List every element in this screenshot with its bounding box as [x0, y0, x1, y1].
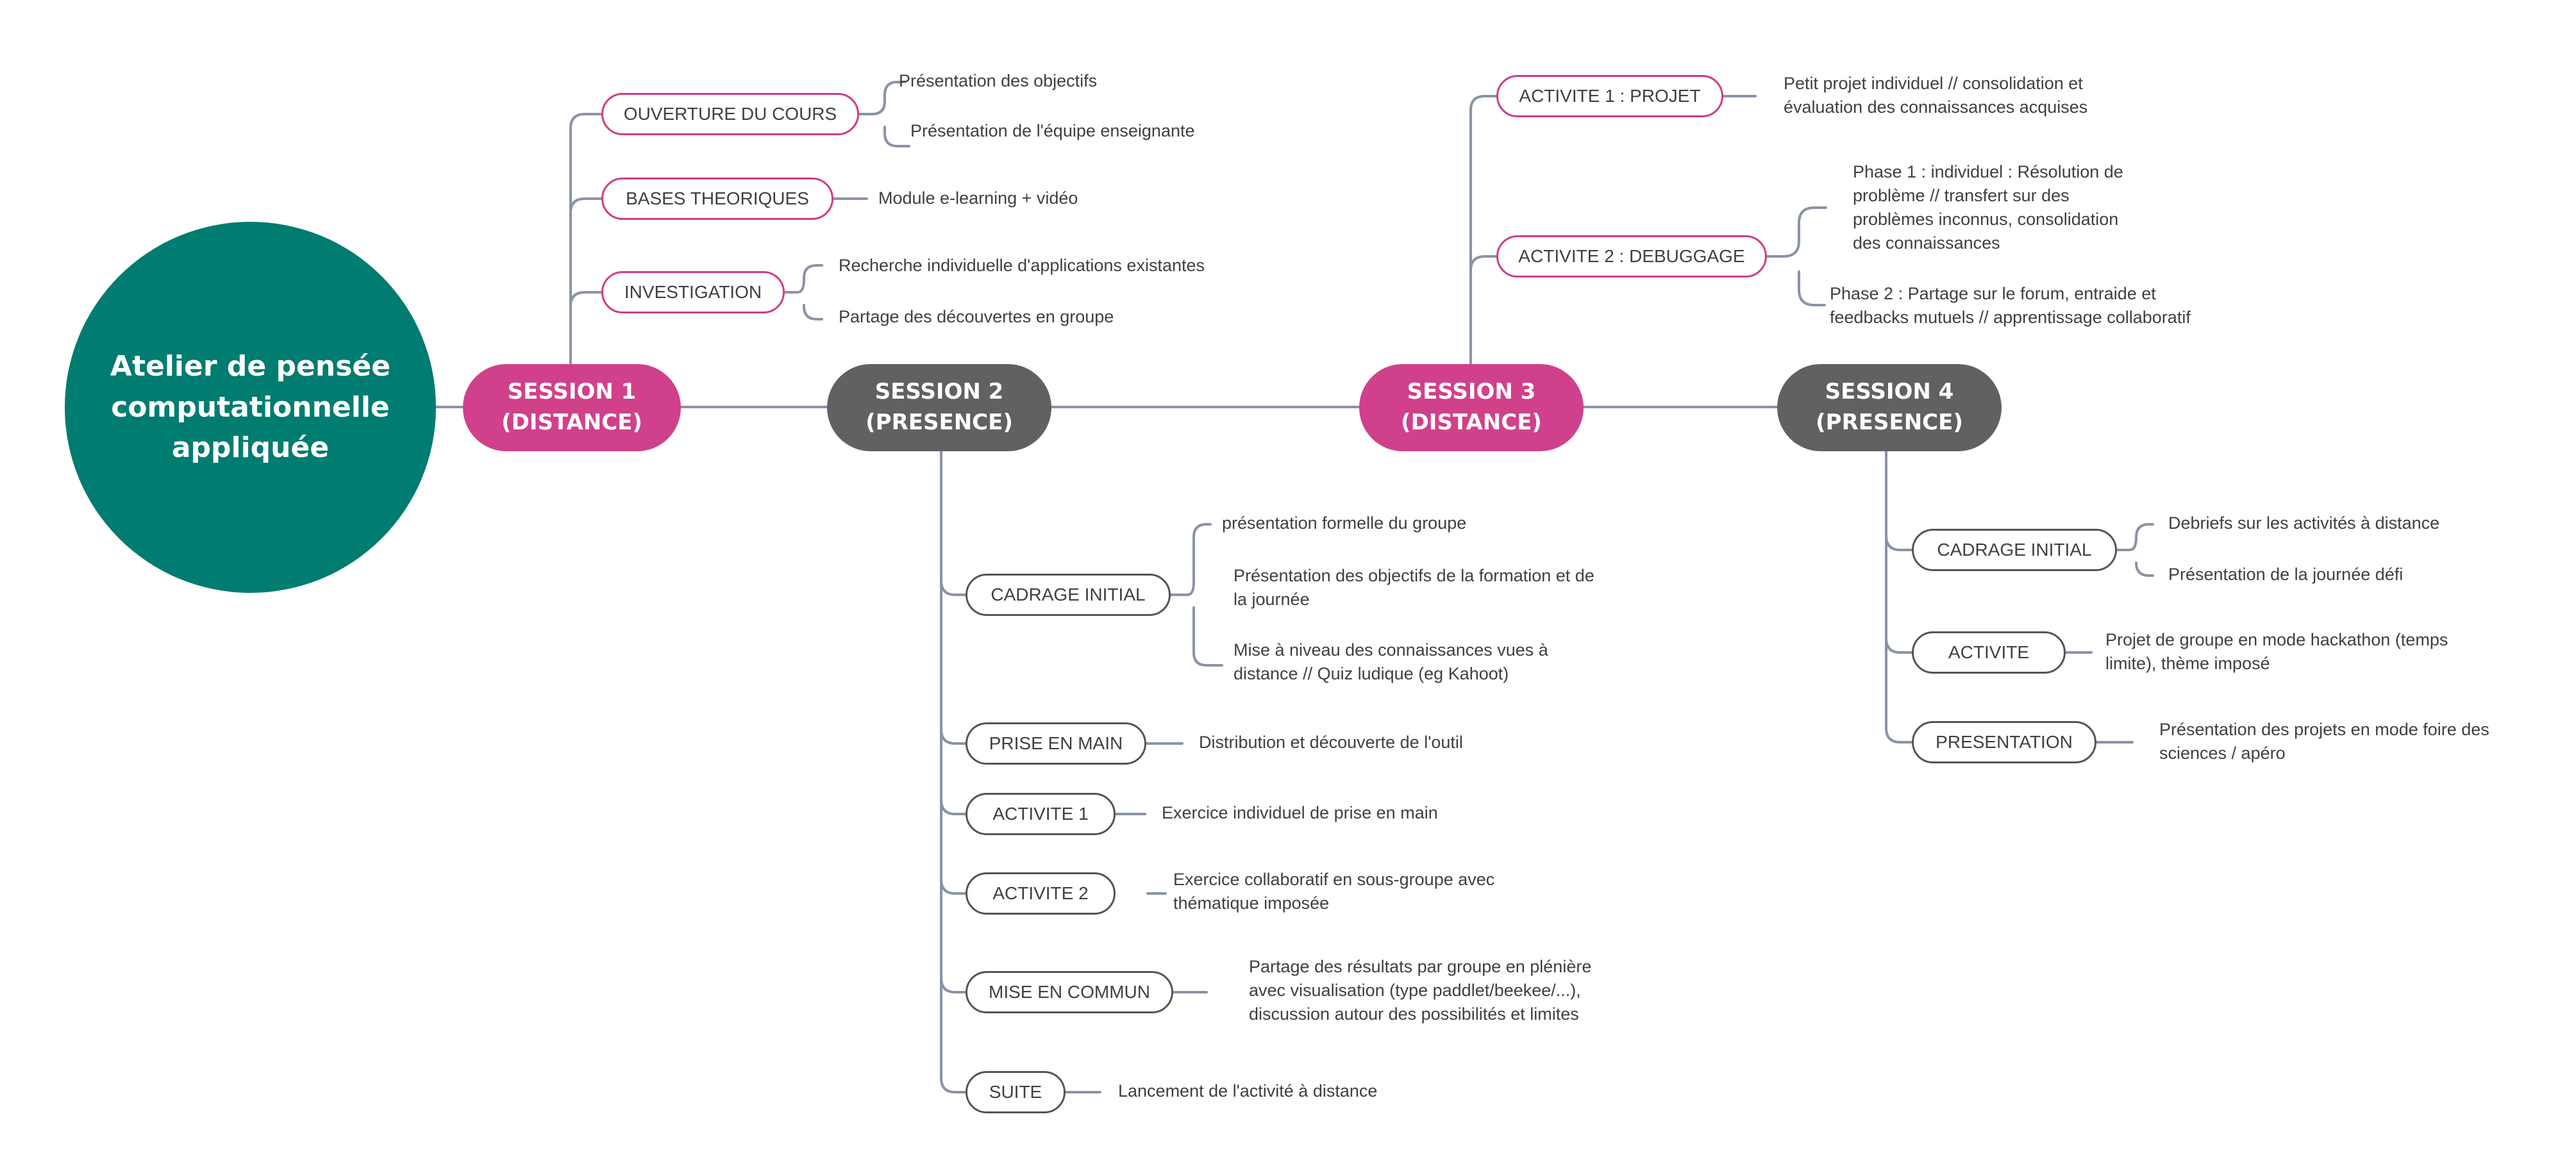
s2-leaf: Partage des résultats par groupe en plén…: [1249, 957, 1592, 1024]
s1-topic-ouverture[interactable]: OUVERTURE DU COURS: [601, 93, 859, 135]
s2-leaf: Exercice collaboratif en sous-groupe ave…: [1173, 870, 1495, 913]
s4-topic-presentation[interactable]: PRESENTATION: [1912, 721, 2096, 763]
s1-leaf: Présentation de l'équipe enseignante: [910, 121, 1195, 140]
s2-leaf: Exercice individuel de prise en main: [1162, 803, 1438, 822]
s1-leaf: Module e-learning + vidéo: [878, 188, 1078, 208]
s4-topic-cadrage[interactable]: CADRAGE INITIAL: [1912, 529, 2117, 571]
session-2-node[interactable]: SESSION 2 (PRESENCE): [827, 364, 1051, 451]
s2-leaf: présentation formelle du groupe: [1222, 513, 1467, 533]
s4-leaf: Projet de groupe en mode hackathon (temp…: [2105, 630, 2448, 673]
s3-topic-activite-1[interactable]: ACTIVITE 1 : PROJET: [1496, 75, 1723, 117]
s2-leaf: Distribution et découverte de l'outil: [1199, 733, 1463, 752]
session-3-node[interactable]: SESSION 3 (DISTANCE): [1359, 364, 1584, 451]
s1-leaf: Recherche individuelle d'applications ex…: [839, 256, 1205, 275]
s2-leaf: Mise à niveau des connaissances vues à d…: [1234, 640, 1548, 683]
root-node: Atelier de pensée computationnelle appli…: [65, 222, 436, 593]
session-4-node[interactable]: SESSION 4 (PRESENCE): [1777, 364, 2002, 451]
s4-leaf: Présentation des projets en mode foire d…: [2159, 720, 2489, 763]
s2-topic-activite-2[interactable]: ACTIVITE 2: [966, 872, 1116, 915]
s2-topic-prise-en-main[interactable]: PRISE EN MAIN: [966, 722, 1146, 765]
s2-topic-cadrage[interactable]: CADRAGE INITIAL: [966, 574, 1171, 616]
s2-topic-activite-1[interactable]: ACTIVITE 1: [966, 793, 1116, 835]
s1-leaf: Partage des découvertes en groupe: [839, 307, 1114, 326]
s4-topic-activite[interactable]: ACTIVITE: [1912, 631, 2066, 674]
s3-leaf: Phase 1 : individuel : Résolution de pro…: [1853, 162, 2123, 253]
s3-topic-activite-2[interactable]: ACTIVITE 2 : DEBUGGAGE: [1496, 235, 1767, 278]
s1-topic-bases[interactable]: BASES THEORIQUES: [601, 178, 833, 220]
session-1-node[interactable]: SESSION 1 (DISTANCE): [463, 364, 681, 451]
s2-topic-suite[interactable]: SUITE: [966, 1071, 1066, 1113]
s1-leaf: Présentation des objectifs: [899, 71, 1098, 90]
s3-leaf: Petit projet individuel // consolidation…: [1784, 74, 2088, 117]
s2-topic-mise-en-commun[interactable]: MISE EN COMMUN: [966, 971, 1173, 1013]
s2-leaf: Lancement de l'activité à distance: [1118, 1081, 1378, 1101]
s4-leaf: Présentation de la journée défi: [2168, 565, 2404, 584]
s4-leaf: Debriefs sur les activités à distance: [2168, 513, 2440, 533]
s1-topic-investigation[interactable]: INVESTIGATION: [601, 271, 785, 313]
s2-leaf: Présentation des objectifs de la formati…: [1234, 566, 1594, 609]
s3-leaf: Phase 2 : Partage sur le forum, entraide…: [1830, 284, 2191, 327]
